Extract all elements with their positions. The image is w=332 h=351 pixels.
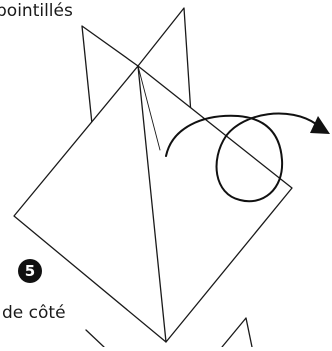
next-step-shape-edge <box>86 330 104 347</box>
step-number-text: 5 <box>25 262 35 280</box>
arrow-head-icon <box>310 116 330 134</box>
side-label: de côté <box>2 303 66 323</box>
main-folded-shape <box>14 66 292 342</box>
top-label: pointillés <box>0 1 73 21</box>
next-step-shape-edge-right <box>222 318 252 347</box>
